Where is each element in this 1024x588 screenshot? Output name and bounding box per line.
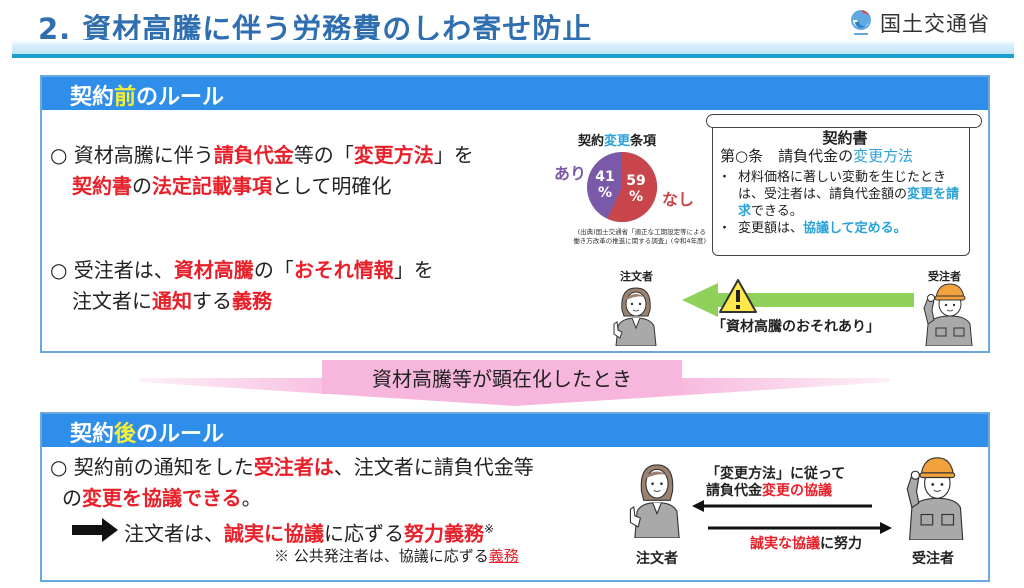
- warning-triangle-icon: [719, 279, 757, 313]
- contractor-label: 受注者: [912, 551, 954, 567]
- orderer-woman-figure-icon: [613, 287, 657, 346]
- scroll-roll: [706, 114, 982, 128]
- before-bullet-1: ○ 資材高騰に伴う請負代金等の「変更方法」を 契約書の法定記載事項として明確化: [50, 140, 474, 202]
- contractor-worker-figure-icon: [906, 457, 964, 540]
- after-bullet-1: ○ 契約前の通知をした受注者は、注文者に請負代金等 の変更を協議できる。: [50, 452, 534, 514]
- rich-line: ○ 資材高騰に伴う請負代金等の「変更方法」を: [50, 143, 474, 167]
- left-line-arrow-icon: [692, 500, 872, 512]
- orderer-label: 注文者: [620, 270, 653, 283]
- transition-label-box: [322, 360, 682, 394]
- mlit-logo: 国土交通省: [848, 8, 990, 38]
- contract-scroll: 契約書 第○条 請負代金の変更方法 材料価格に著しい変動を生じたときは、受注者は…: [706, 114, 982, 260]
- notification-arrow-icon: [682, 283, 914, 317]
- pie-pct-yes: 41: [595, 169, 614, 185]
- header-rule-line: [12, 54, 1014, 58]
- transition-label: 資材高騰等が顕在化したとき: [372, 367, 632, 391]
- panel-heading: 契約前のルール: [70, 85, 225, 110]
- pie-label-yes: あり: [554, 164, 587, 183]
- contractor-label: 受注者: [928, 270, 961, 283]
- contractor-worker-figure-icon: [923, 283, 973, 346]
- after-bullet-2: 注文者は、誠実に協議に応ずる努力義務※: [124, 521, 495, 546]
- contract-change-clause-pie: 41 % 59 %: [587, 151, 658, 222]
- logo-text: 国土交通省: [880, 12, 990, 36]
- panel-heading: 契約後のルール: [70, 422, 225, 447]
- after-contract-panel: 契約後のルール: [40, 412, 990, 582]
- panel-header: 契約前のルール: [42, 77, 988, 110]
- contract-item-2: 変更額は、協議して定める。: [718, 220, 970, 237]
- public-orderer-note: ※ 公共発注者は、協議に応ずる義務: [274, 547, 519, 565]
- negotiation-request-text: 「変更方法」に従って 請負代金変更の協議: [706, 466, 846, 499]
- rich-line: 注文者は、誠実に協議に応ずる努力義務: [124, 521, 484, 546]
- rich-line: 注文者に通知する義務: [72, 289, 272, 313]
- risk-notice-text: 「資材高騰のおそれあり」: [712, 319, 880, 335]
- contract-article: 第○条 請負代金の変更方法: [720, 147, 914, 165]
- before-bullet-2: ○ 受注者は、資材高騰の「おそれ情報」を 注文者に通知する義務: [50, 255, 434, 317]
- panel-header: 契約後のルール: [42, 414, 988, 447]
- svg-text:%: %: [598, 185, 612, 201]
- mlit-emblem-icon: [851, 10, 871, 35]
- pie-title: 契約変更条項: [578, 134, 657, 149]
- header-gradient-band: [12, 40, 1014, 54]
- pie-source-note: (出典)国土交通省「適正な工期設定等による 働き方改革の推進に関する調査」(令和…: [573, 228, 706, 245]
- orderer-woman-figure-icon: [629, 464, 680, 538]
- contract-title: 契約書: [822, 129, 868, 147]
- contract-text: 契約書 第○条 請負代金の変更方法 材料価格に著しい変動を生じたときは、受注者は…: [718, 129, 970, 238]
- orderer-label: 注文者: [636, 551, 678, 567]
- right-line-arrow-icon: [708, 522, 892, 534]
- rich-line: の変更を協議できる。: [62, 486, 262, 510]
- right-arrow-icon: [72, 518, 118, 542]
- good-faith-effort-text: 誠実な協議に努力: [750, 536, 862, 552]
- before-contract-panel: 契約前のルール: [40, 75, 990, 353]
- pie-label-no: なし: [662, 190, 695, 209]
- pie-pct-no: 59: [626, 173, 645, 189]
- rich-line: ○ 契約前の通知をした受注者は、注文者に請負代金等: [50, 455, 534, 479]
- contract-item-1: 材料価格に著しい変動を生じたときは、受注者は、請負代金額の変更を請求できる。: [718, 169, 970, 220]
- rich-line: 契約書の法定記載事項として明確化: [72, 174, 392, 198]
- rich-line: ○ 受注者は、資材高騰の「おそれ情報」を: [50, 258, 434, 282]
- svg-text:%: %: [629, 189, 643, 205]
